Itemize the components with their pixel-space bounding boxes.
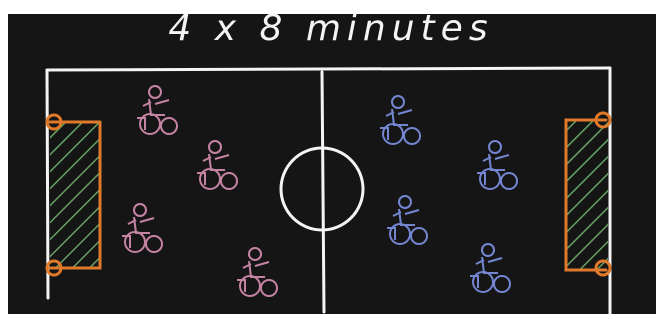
wheelchair-player-icon bbox=[380, 96, 420, 144]
halfway-line bbox=[322, 72, 324, 312]
wheelchair-player-icon bbox=[477, 141, 517, 189]
wheelchair-player-icon bbox=[387, 196, 427, 244]
team-right bbox=[380, 96, 517, 292]
goal-left-net bbox=[50, 122, 100, 268]
pitch-lines bbox=[47, 68, 610, 314]
pitch-top-line bbox=[47, 68, 610, 70]
wheelchair-player-icon bbox=[137, 86, 177, 134]
wheelchair-player-icon bbox=[197, 141, 237, 189]
goal-right bbox=[566, 113, 610, 275]
goal-right-net bbox=[566, 120, 608, 270]
wheelchair-player-icon bbox=[470, 244, 510, 292]
goal-left bbox=[47, 115, 100, 275]
wheelchair-player-icon bbox=[122, 204, 162, 252]
wheelchair-player-icon bbox=[237, 248, 277, 296]
team-left bbox=[122, 86, 277, 296]
